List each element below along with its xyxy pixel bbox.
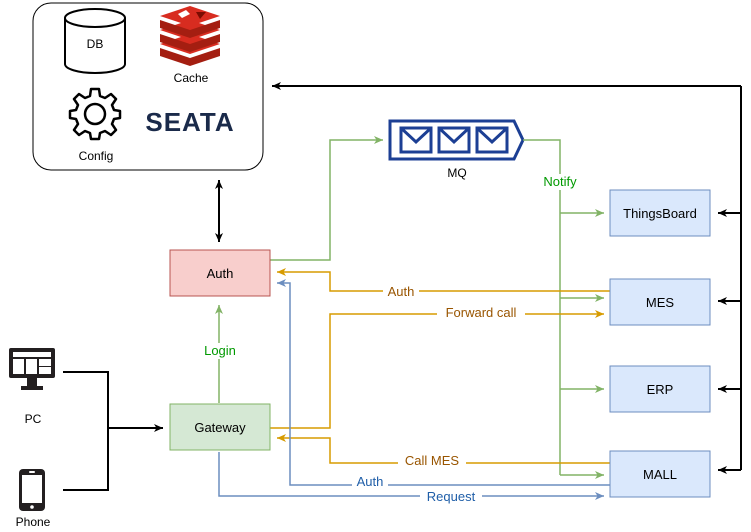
- message-queue-icon: [388, 119, 525, 161]
- mq-label: MQ: [447, 166, 466, 180]
- phone-icon: [19, 469, 45, 511]
- orange-edges: [270, 268, 610, 464]
- cache-label: Cache: [174, 71, 209, 85]
- gateway-node: [169, 403, 271, 451]
- phone-to-gateway-edge: [63, 428, 109, 491]
- pc-label: PC: [25, 412, 42, 426]
- gateway-node-label: Gateway: [194, 420, 246, 435]
- thingsboard-node: [609, 189, 711, 237]
- mall-node-label: MALL: [643, 467, 677, 482]
- database-icon: [64, 8, 126, 74]
- call-mes-label: Call MES: [405, 453, 460, 468]
- seata-logo: SEATA: [145, 107, 234, 137]
- svg-text:SEATA: SEATA: [145, 107, 234, 137]
- mall-call-mes-edge: [277, 434, 610, 464]
- pc-to-gateway-edge: [63, 371, 109, 428]
- black-edges: [63, 82, 742, 491]
- config-label: Config: [79, 149, 114, 163]
- erp-node-label: ERP: [647, 382, 674, 397]
- redis-cache-icon: [160, 6, 220, 66]
- mq-notify-trunk: [523, 139, 561, 475]
- green-edges: [215, 136, 604, 479]
- pc-icon: [9, 348, 55, 390]
- login-label: Login: [204, 343, 236, 358]
- mall-node: [609, 450, 711, 498]
- forward-call-label: Forward call: [446, 305, 517, 320]
- db-label: DB: [87, 37, 104, 51]
- auth-node: [169, 249, 271, 297]
- erp-node: [609, 365, 711, 413]
- gear-icon: [68, 87, 122, 141]
- mall-auth-edge: [277, 279, 610, 486]
- gateway-forward-call-edge: [270, 310, 604, 429]
- auth-to-mq-edge: [270, 136, 383, 261]
- phone-label: Phone: [16, 515, 51, 529]
- request-label: Request: [427, 489, 476, 504]
- thingsboard-node-label: ThingsBoard: [623, 206, 697, 221]
- mes-auth-edge: [277, 268, 610, 292]
- auth-from-mall-label: Auth: [357, 474, 384, 489]
- mes-node-label: MES: [646, 295, 675, 310]
- auth-node-label: Auth: [207, 266, 234, 281]
- auth-from-mes-label: Auth: [388, 284, 415, 299]
- notify-label: Notify: [543, 174, 577, 189]
- mes-node: [609, 278, 711, 326]
